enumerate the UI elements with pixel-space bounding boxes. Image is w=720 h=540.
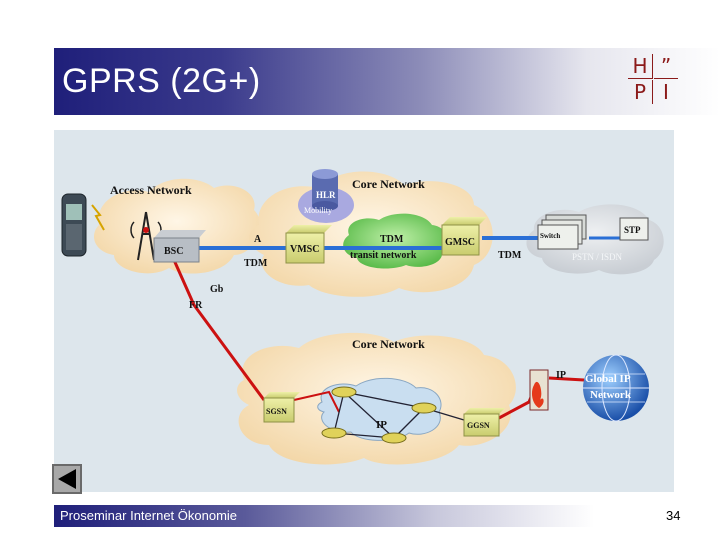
vmsc-node [285,225,332,264]
router-icon [321,386,437,444]
gmsc-node [441,217,487,256]
back-button[interactable] [52,464,82,494]
label-gmsc: GMSC [445,237,475,248]
mobile-phone-icon [61,193,105,257]
label-bsc: BSC [164,246,183,257]
transit-network-cloud [343,213,448,269]
label-ip-link: IP [556,370,566,381]
label-mobility: Mobility [304,206,332,215]
hpi-logo: H ” P I [628,54,684,106]
slide-title: GPRS (2G+) [62,62,261,100]
bsc-node [153,230,206,263]
page-number: 34 [666,508,681,523]
stp-node [619,217,649,241]
label-vmsc: VMSC [290,244,319,255]
title-bar [54,48,720,115]
label-core-network-bottom: Core Network [352,337,425,351]
label-tdm-left: TDM [244,258,268,269]
label-tdm-transit: TDM [380,234,404,245]
sgsn-node [263,392,300,423]
logo-letter: I [663,80,669,104]
footer-bar [54,505,690,527]
label-pstn-isdn: PSTN / ISDN [572,252,623,262]
label-sgsn: SGSN [266,407,287,416]
logo-letter: ” [654,54,678,79]
label-global-ip: Global IP [585,373,631,385]
label-access-network: Access Network [110,183,192,197]
label-fr: FR [189,300,203,311]
label-ggsn: GGSN [467,421,490,430]
label-switch: Switch [540,232,560,240]
label-stp: STP [624,225,641,235]
label-global-network: Network [590,389,632,401]
label-core-network-top: Core Network [352,177,425,191]
footer-text: Proseminar Internet Ökonomie [60,508,238,523]
hlr-database-icon [298,169,354,223]
network-links [172,236,624,420]
firewall-icon [529,369,549,411]
label-tdm-right: TDM [498,250,522,261]
back-arrow-icon [58,469,76,489]
logo-letter: P [628,80,653,104]
gprs-network-diagram: Access Network Core Network Core Network… [54,130,674,492]
logo-letter: H [628,54,653,79]
label-hlr: HLR [316,190,336,200]
label-ip-core: IP [376,419,387,431]
globe-icon [583,354,649,422]
switch-node [537,214,587,250]
label-transit-network: transit network [350,250,417,261]
label-a: A [254,234,262,245]
ggsn-node [463,408,505,437]
label-gb: Gb [210,284,224,295]
